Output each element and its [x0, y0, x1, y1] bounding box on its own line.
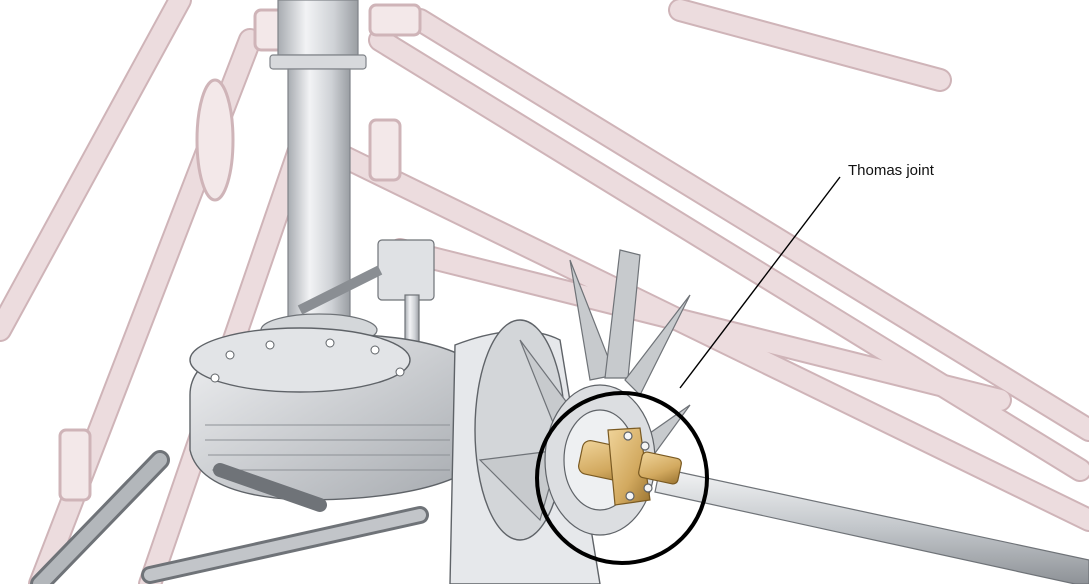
vertical-column [260, 0, 378, 347]
callout-leader-line [679, 176, 841, 389]
callout-circle [535, 391, 709, 565]
lower-struts [30, 450, 429, 584]
callout-label: Thomas joint [848, 162, 934, 179]
drive-shaft [654, 467, 1089, 584]
thomas-joint-coupling [578, 427, 682, 506]
gearbox-housing [189, 327, 471, 501]
